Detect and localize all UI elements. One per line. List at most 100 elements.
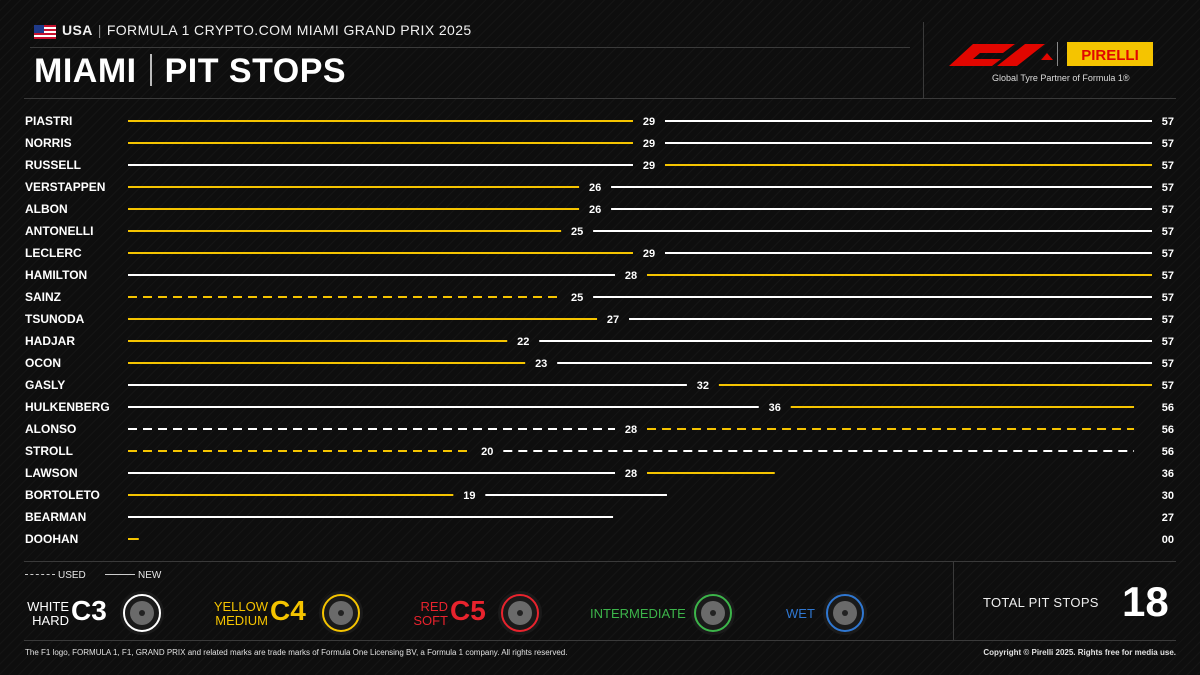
- tyre-medium-line2: MEDIUM: [215, 613, 268, 628]
- pit-lap-tsunoda-1: 27: [607, 314, 619, 326]
- total-laps-antonelli: 57: [1162, 226, 1174, 238]
- pit-lap-russell-1: 29: [643, 160, 655, 172]
- driver-name-verstappen: VERSTAPPEN: [25, 180, 105, 194]
- total-laps-gasly: 57: [1162, 380, 1174, 392]
- tyre-intermediate: INTERMEDIATE: [590, 590, 750, 640]
- driver-name-lawson: LAWSON: [25, 466, 78, 480]
- header-divider: [30, 47, 910, 48]
- total-laps-bortoleto: 30: [1162, 490, 1174, 502]
- tyre-hard-line2: HARD: [32, 613, 69, 628]
- pirelli-logo: PIRELLI: [1067, 42, 1153, 66]
- tyre-hard-line1: WHITE: [27, 599, 69, 614]
- total-pit-stops-label: TOTAL PIT STOPS: [983, 595, 1099, 610]
- pit-lap-hamilton-1: 28: [625, 270, 637, 282]
- driver-name-norris: NORRIS: [25, 136, 72, 150]
- tyre-soft-line1: RED: [420, 599, 448, 614]
- tyre-soft-line2: SOFT: [413, 613, 448, 628]
- tyre-medium-line1: YELLOW: [213, 599, 268, 614]
- pit-lap-piastri-1: 29: [643, 116, 655, 128]
- hard-tyre-icon: [120, 591, 164, 635]
- total-laps-ocon: 57: [1162, 358, 1174, 370]
- driver-name-tsunoda: TSUNODA: [25, 312, 85, 326]
- total-laps-sainz: 57: [1162, 292, 1174, 304]
- pit-lap-alonso-1: 28: [625, 424, 637, 436]
- driver-name-albon: ALBON: [25, 202, 68, 216]
- title-separator: [149, 54, 152, 86]
- total-laps-norris: 57: [1162, 138, 1174, 150]
- driver-row-tsunoda: TSUNODA 27 57: [25, 312, 1174, 326]
- tyre-soft: RED SOFT C5: [400, 590, 550, 640]
- total-laps-russell: 57: [1162, 160, 1174, 172]
- total-pit-stops-value: 18: [1122, 578, 1169, 625]
- header-vertical-divider: [923, 22, 924, 98]
- pit-lap-ocon-1: 23: [535, 358, 547, 370]
- title-topic: PIT STOPS: [164, 52, 347, 90]
- driver-name-ocon: OCON: [25, 356, 61, 370]
- event-heading: USA|FORMULA 1 CRYPTO.COM MIAMI GRAND PRI…: [62, 22, 472, 38]
- driver-row-alonso: ALONSO 28 56: [25, 422, 1174, 436]
- intermediate-tyre-icon: [691, 591, 735, 635]
- driver-name-doohan: DOOHAN: [25, 532, 78, 546]
- f1-logo-icon: [949, 44, 1053, 66]
- event-name: FORMULA 1 CRYPTO.COM MIAMI GRAND PRIX 20…: [106, 22, 472, 38]
- svg-text:PIRELLI: PIRELLI: [1081, 47, 1139, 64]
- legend-used: USED: [25, 570, 86, 581]
- driver-name-sainz: SAINZ: [25, 290, 61, 304]
- total-laps-hulkenberg: 56: [1162, 402, 1174, 414]
- total-laps-alonso: 56: [1162, 424, 1174, 436]
- total-laps-tsunoda: 57: [1162, 314, 1174, 326]
- pit-lap-lawson-1: 28: [625, 468, 637, 480]
- tyre-medium-name: YELLOW MEDIUM: [214, 600, 268, 628]
- total-laps-hadjar: 57: [1162, 336, 1174, 348]
- legal-notice: The F1 logo, FORMULA 1, F1, GRAND PRIX a…: [25, 648, 568, 657]
- pit-lap-verstappen-1: 26: [589, 182, 601, 194]
- pit-lap-norris-1: 29: [643, 138, 655, 150]
- title-circuit: MIAMI: [34, 52, 137, 90]
- driver-name-bearman: BEARMAN: [25, 510, 86, 524]
- pit-lap-hulkenberg-1: 36: [769, 402, 781, 414]
- sponsor-logos: PIRELLI: [949, 42, 1153, 66]
- tyre-hard: WHITE HARD C3: [25, 590, 205, 640]
- driver-name-alonso: ALONSO: [25, 422, 76, 436]
- copyright-notice: Copyright © Pirelli 2025. Rights free fo…: [983, 648, 1176, 657]
- driver-name-hulkenberg: HULKENBERG: [25, 400, 110, 414]
- total-laps-stroll: 56: [1162, 446, 1174, 458]
- pit-lap-gasly-1: 32: [697, 380, 709, 392]
- tyre-medium: YELLOW MEDIUM C4: [210, 590, 370, 640]
- driver-row-hadjar: HADJAR 22 57: [25, 334, 1174, 348]
- tyre-hard-name: WHITE HARD: [27, 600, 69, 628]
- country-label: USA: [62, 22, 93, 38]
- total-laps-bearman: 27: [1162, 512, 1174, 524]
- pit-lap-stroll-1: 20: [481, 446, 493, 458]
- event-separator: |: [97, 22, 102, 38]
- driver-name-hadjar: HADJAR: [25, 334, 75, 348]
- pit-lap-antonelli-1: 25: [571, 226, 583, 238]
- total-laps-doohan: 00: [1162, 534, 1174, 546]
- driver-name-leclerc: LECLERC: [25, 246, 82, 260]
- tyre-intermediate-name: INTERMEDIATE: [590, 606, 686, 621]
- total-laps-hamilton: 57: [1162, 270, 1174, 282]
- totals-divider: [953, 562, 954, 640]
- partner-text: Global Tyre Partner of Formula 1®: [992, 73, 1130, 83]
- logo-divider: [1057, 42, 1058, 66]
- legend-dash-swatch: [25, 574, 55, 575]
- tyre-hard-code: C3: [71, 595, 107, 626]
- tyre-soft-code: C5: [450, 595, 486, 626]
- pit-lap-hadjar-1: 22: [517, 336, 529, 348]
- pit-lap-bortoleto-1: 19: [463, 490, 475, 502]
- usa-flag-icon: [34, 25, 56, 39]
- driver-name-piastri: PIASTRI: [25, 114, 72, 128]
- pit-lap-leclerc-1: 29: [643, 248, 655, 260]
